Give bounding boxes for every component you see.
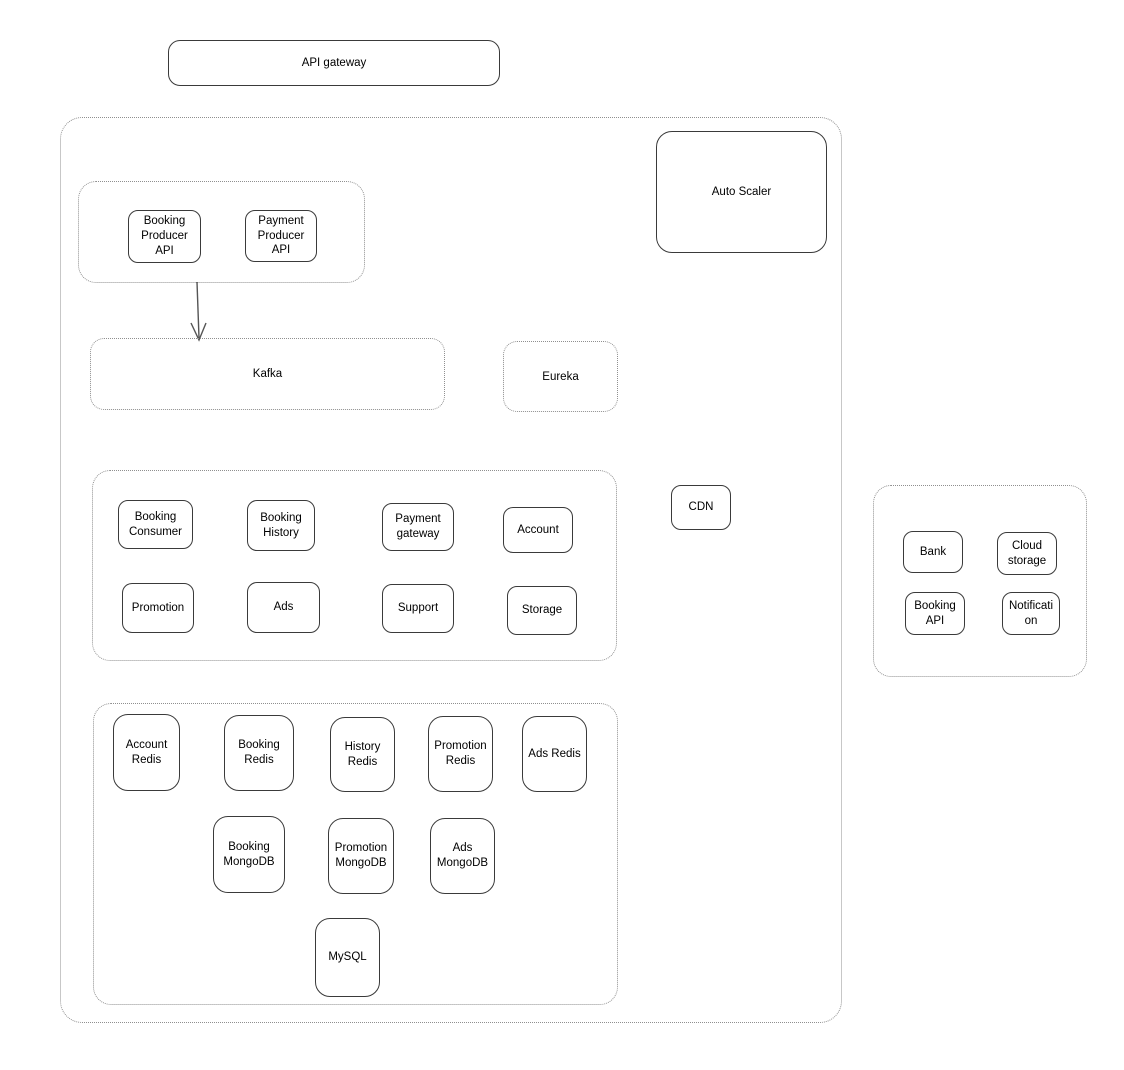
booking-api-node: Booking API bbox=[905, 592, 965, 635]
producers-group bbox=[78, 181, 365, 283]
auto-scaler-node: Auto Scaler bbox=[656, 131, 827, 253]
cloud-storage-node: Cloud storage bbox=[997, 532, 1057, 575]
account-node: Account bbox=[503, 507, 573, 553]
promotion-mongodb-node: Promotion MongoDB bbox=[328, 818, 394, 894]
booking-consumer-node: Booking Consumer bbox=[118, 500, 193, 549]
databases-group bbox=[93, 703, 618, 1005]
ads-redis-node: Ads Redis bbox=[522, 716, 587, 792]
promotion-redis-node: Promotion Redis bbox=[428, 716, 493, 792]
kafka-node: Kafka bbox=[90, 338, 445, 410]
ads-node: Ads bbox=[247, 582, 320, 633]
payment-producer-api-node: Payment Producer API bbox=[245, 210, 317, 262]
booking-redis-node: Booking Redis bbox=[224, 715, 294, 791]
api-gateway-node: API gateway bbox=[168, 40, 500, 86]
payment-gateway-node: Payment gateway bbox=[382, 503, 454, 551]
mysql-node: MySQL bbox=[315, 918, 380, 997]
account-redis-node: Account Redis bbox=[113, 714, 180, 791]
booking-producer-api-node: Booking Producer API bbox=[128, 210, 201, 263]
bank-node: Bank bbox=[903, 531, 963, 573]
producers-to-kafka-arrow bbox=[190, 282, 207, 342]
external-services-group bbox=[873, 485, 1087, 677]
cluster-container-group bbox=[60, 117, 842, 1023]
support-node: Support bbox=[382, 584, 454, 633]
services-group bbox=[92, 470, 617, 661]
notification-node: Notification bbox=[1002, 592, 1060, 635]
history-redis-node: History Redis bbox=[330, 717, 395, 792]
ads-mongodb-node: Ads MongoDB bbox=[430, 818, 495, 894]
promotion-node: Promotion bbox=[122, 583, 194, 633]
storage-node: Storage bbox=[507, 586, 577, 635]
cdn-node: CDN bbox=[671, 485, 731, 530]
booking-mongodb-node: Booking MongoDB bbox=[213, 816, 285, 893]
booking-history-node: Booking History bbox=[247, 500, 315, 551]
eureka-node: Eureka bbox=[503, 341, 618, 412]
